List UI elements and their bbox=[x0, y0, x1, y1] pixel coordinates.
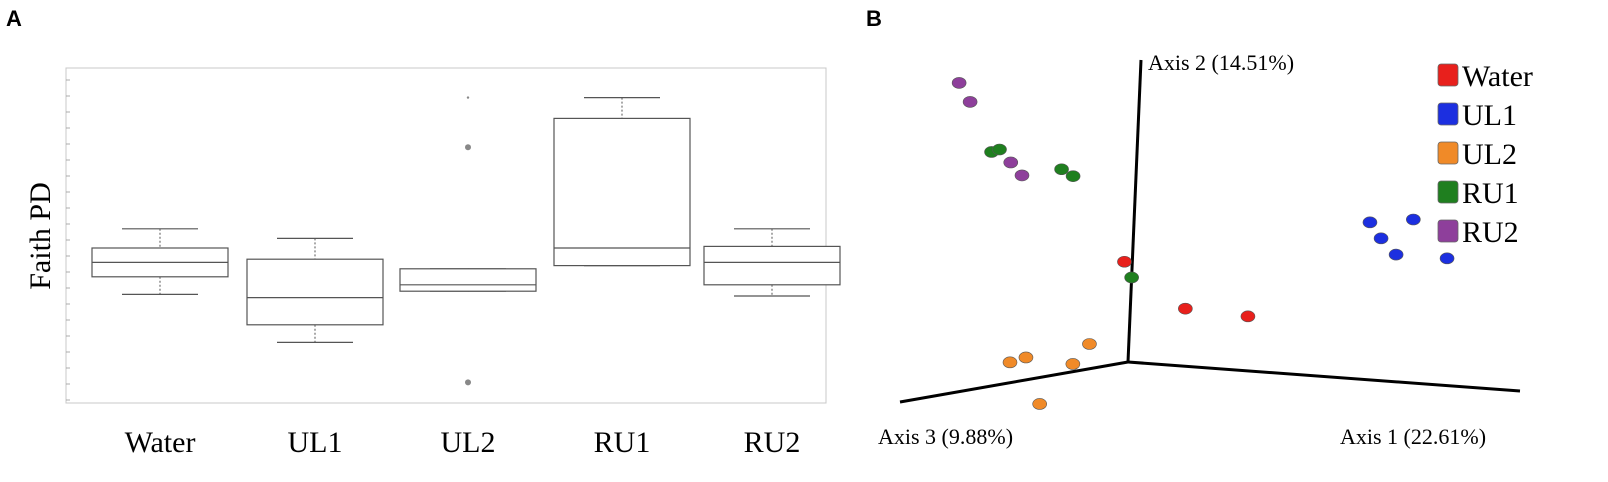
axis1-line bbox=[1127, 360, 1521, 393]
box-series bbox=[91, 96, 841, 386]
x-axis-labels: Water UL1 UL2 RU1 RU2 bbox=[125, 426, 801, 459]
series-ul1 bbox=[1362, 213, 1455, 265]
box-iqr bbox=[246, 258, 384, 326]
box-water bbox=[91, 228, 229, 295]
plot-frame bbox=[65, 67, 827, 404]
data-point bbox=[1406, 213, 1421, 226]
series-ul2 bbox=[1002, 338, 1097, 410]
data-point bbox=[1117, 255, 1132, 268]
box-iqr bbox=[703, 245, 841, 286]
outlier-point bbox=[465, 144, 471, 151]
axis2-label: Axis 2 (14.51%) bbox=[1148, 50, 1294, 75]
data-point bbox=[1388, 248, 1404, 261]
outlier-point bbox=[465, 379, 471, 386]
legend-label: Water bbox=[1462, 60, 1533, 93]
box-ul2 bbox=[399, 96, 537, 386]
data-point bbox=[992, 143, 1007, 156]
data-point bbox=[1002, 356, 1018, 369]
panel-b-label: B bbox=[866, 6, 882, 31]
legend-swatch bbox=[1437, 180, 1459, 204]
axis3-line bbox=[899, 360, 1129, 404]
axis2-line bbox=[1126, 59, 1143, 363]
legend-label: RU2 bbox=[1462, 216, 1519, 249]
data-point bbox=[1014, 169, 1030, 182]
panel-a-label: A bbox=[6, 6, 22, 31]
data-point bbox=[1124, 271, 1139, 284]
box-ru2 bbox=[703, 228, 841, 297]
legend-label: RU1 bbox=[1462, 177, 1519, 210]
data-point bbox=[962, 96, 978, 108]
data-point bbox=[1018, 351, 1034, 364]
data-point bbox=[1032, 398, 1047, 410]
data-point bbox=[1439, 252, 1455, 265]
series-water bbox=[1117, 255, 1256, 323]
pcoa-panel: Axis 2 (14.51%) Axis 1 (22.61%) Axis 3 (9.… bbox=[878, 50, 1533, 449]
category-label: RU1 bbox=[594, 426, 651, 459]
y-axis-title: Faith PD bbox=[24, 182, 57, 290]
legend-swatch bbox=[1437, 219, 1459, 243]
legend-label: UL2 bbox=[1462, 138, 1517, 171]
data-point bbox=[1065, 358, 1081, 370]
legend-label: UL1 bbox=[1462, 99, 1517, 132]
category-label: Water bbox=[125, 426, 196, 459]
series-ru2 bbox=[951, 77, 1030, 182]
data-point bbox=[1362, 216, 1378, 229]
data-point bbox=[1003, 156, 1019, 169]
box-iqr bbox=[399, 268, 537, 292]
category-label: UL2 bbox=[441, 426, 496, 459]
pcoa-points bbox=[951, 77, 1455, 410]
box-ul1 bbox=[246, 237, 384, 343]
data-point bbox=[951, 77, 967, 89]
category-label: UL1 bbox=[288, 426, 343, 459]
axis3-label: Axis 3 (9.88%) bbox=[878, 424, 1013, 449]
legend-swatch bbox=[1437, 102, 1459, 126]
data-point bbox=[1054, 163, 1069, 176]
pcoa-axes: Axis 2 (14.51%) Axis 1 (22.61%) Axis 3 (9.… bbox=[878, 50, 1521, 449]
data-point bbox=[1373, 232, 1389, 245]
data-point bbox=[1240, 310, 1256, 323]
series-ru1 bbox=[984, 143, 1139, 284]
axis1-label: Axis 1 (22.61%) bbox=[1340, 424, 1486, 449]
box-iqr bbox=[553, 117, 691, 267]
boxplot-panel: Faith PD Water UL1 UL2 RU1 RU2 bbox=[24, 67, 841, 459]
data-point bbox=[1178, 302, 1193, 315]
box-ru1 bbox=[553, 96, 691, 267]
outlier-point bbox=[466, 96, 470, 99]
legend-swatch bbox=[1437, 141, 1459, 165]
data-point bbox=[1065, 170, 1081, 182]
category-label: RU2 bbox=[744, 426, 801, 459]
data-point bbox=[1082, 338, 1097, 350]
legend-swatch bbox=[1437, 63, 1459, 87]
y-axis-ticks bbox=[66, 79, 70, 401]
